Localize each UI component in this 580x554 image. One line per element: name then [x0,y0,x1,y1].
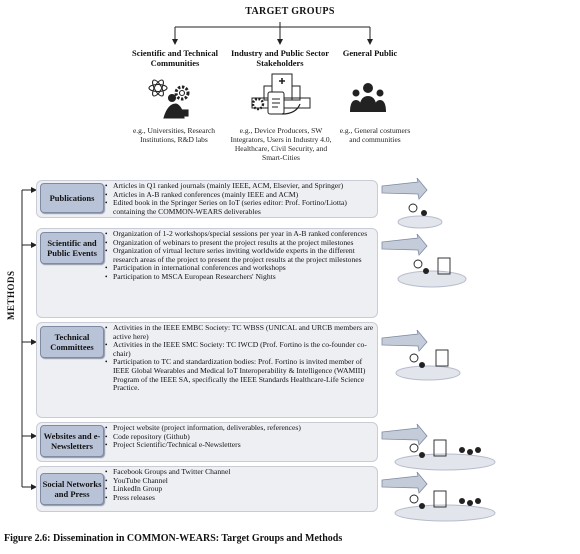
list-item: Organization of 1-2 workshops/special se… [104,229,374,239]
target-cluster-2 [397,257,467,288]
people-group-icon [350,83,386,112]
list-item: Project website (project information, de… [104,423,374,433]
list-item: Participation in international conferenc… [104,264,374,273]
list-item: Press releases [104,493,374,503]
figure-caption: Figure 2.6: Dissemination in COMMON-WEAR… [4,533,343,544]
list-item: YouTube Channel [104,476,374,486]
row-label-social: Social Networks and Press [40,473,104,505]
list-item: Participation to MSCA European Researche… [104,272,374,282]
target-cluster-1 [397,203,443,229]
publications-list: Articles in Q1 ranked journals (mainly I… [104,181,374,216]
list-item: Activities in the IEEE SMC Society: TC I… [104,340,374,358]
scientist-icon [148,79,190,119]
list-item: Organization of virtual lecture series i… [104,246,374,264]
list-item: LinkedIn Group [104,485,374,494]
row-label-websites: Websites and e-Newsletters [40,425,104,457]
result-arrows [381,177,428,494]
websites-list: Project website (project information, de… [104,423,374,450]
group-industry-heading: Industry and Public Sector Stakeholders [231,48,329,68]
row-label-publications: Publications [40,183,104,213]
committees-list: Activities in the IEEE EMBC Society: TC … [104,323,374,393]
row-label-events: Scientific and Public Events [40,232,104,264]
group-public-description: e.g., General costumers and communities [339,126,411,144]
methods-label: METHODS [6,270,16,320]
group-public-heading: General Public [342,48,398,58]
target-cluster-4 [394,439,496,471]
target-groups-bracket [172,22,373,45]
list-item: Articles in A-B ranked conferences (main… [104,190,374,200]
methods-bracket [21,187,37,490]
target-groups-title: TARGET GROUPS [245,6,335,17]
group-scientific-heading: Scientific and Technical Communities [132,48,218,68]
list-item: Edited book in the Springer Series on Io… [104,198,374,216]
row-label-committees: Technical Committees [40,326,104,358]
list-item: Activities in the IEEE EMBC Society: TC … [104,323,374,341]
industry-icon [251,73,311,115]
group-scientific-description: e.g., Universities, Research Institution… [132,126,216,144]
events-list: Organization of 1-2 workshops/special se… [104,229,374,282]
target-cluster-5 [394,490,496,522]
list-item: Participation to TC and standardization … [104,358,374,392]
list-item: Code repository (Github) [104,432,374,442]
list-item: Organization of webinars to present the … [104,238,374,248]
social-list: Facebook Groups and Twitter Channel YouT… [104,467,374,503]
list-item: Project Scientific/Technical e-Newslette… [104,441,374,450]
list-item: Articles in Q1 ranked journals (mainly I… [104,181,374,191]
list-item: Facebook Groups and Twitter Channel [104,467,374,477]
target-cluster-3 [395,349,461,381]
group-industry-description: e.g., Device Producers, SW Integrators, … [230,126,332,162]
